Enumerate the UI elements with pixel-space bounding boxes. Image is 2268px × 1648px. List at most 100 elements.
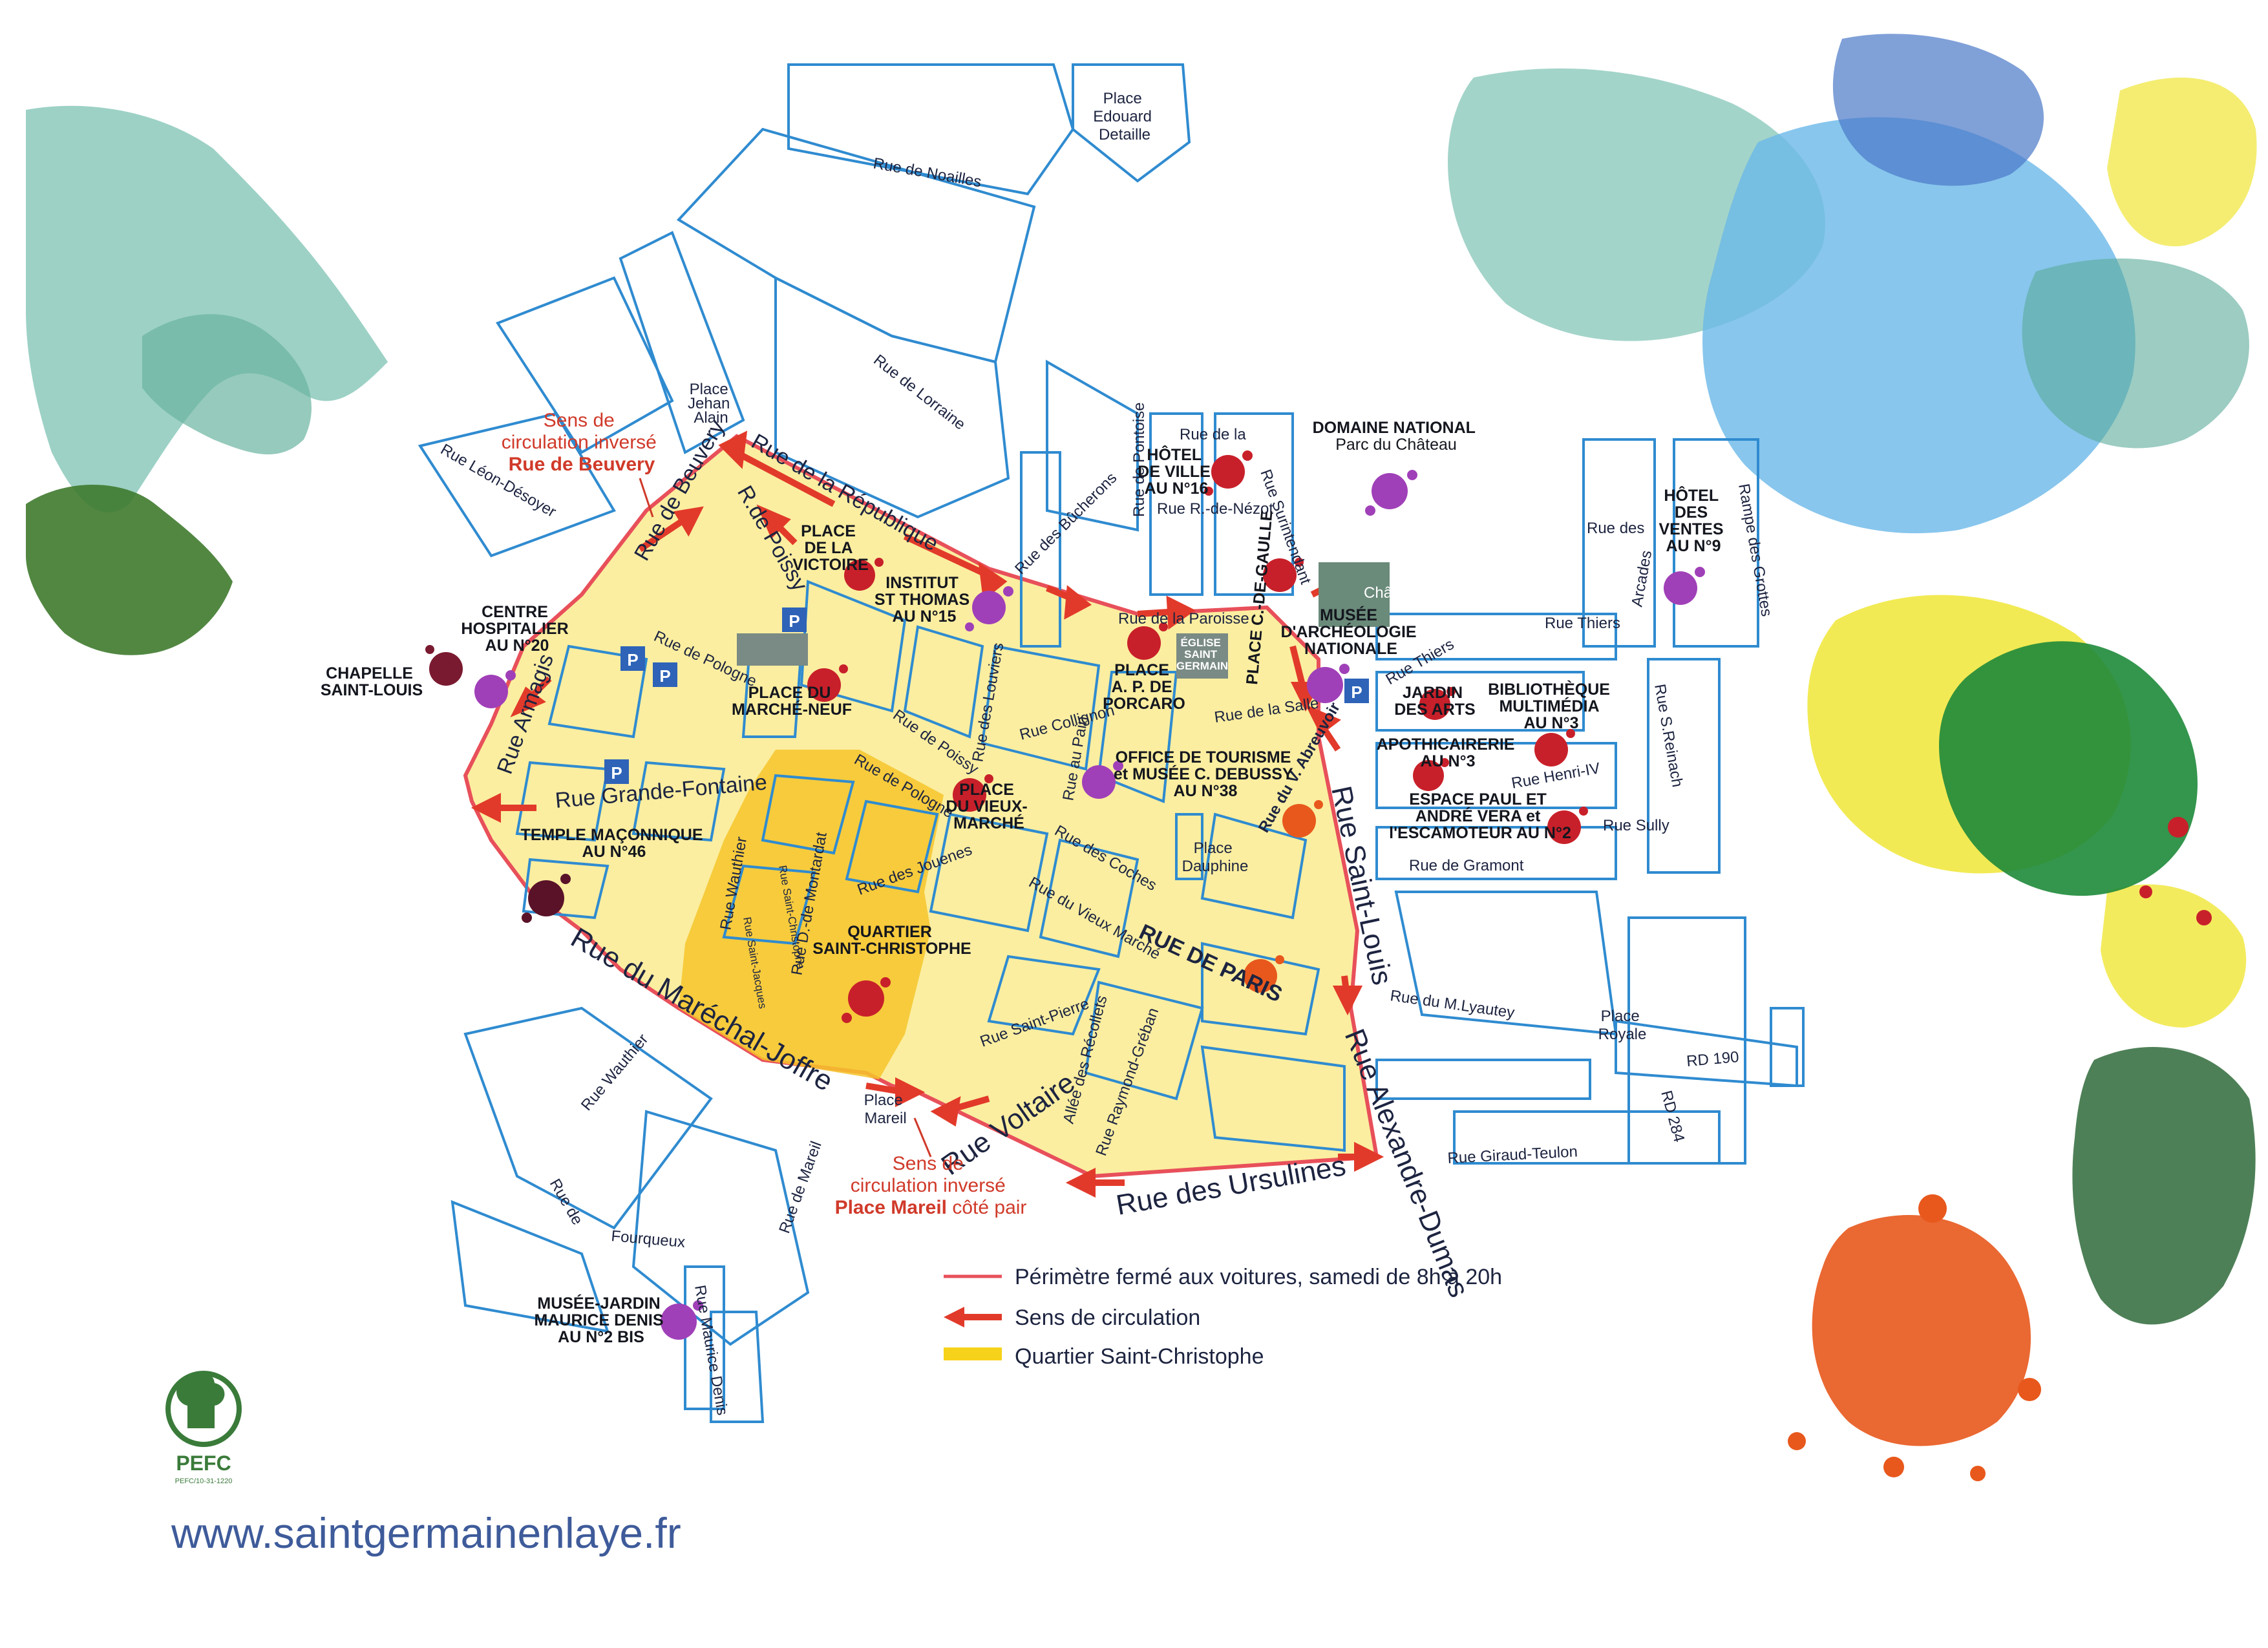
svg-text:P: P (1351, 682, 1362, 702)
buildings (737, 562, 1390, 679)
splat-red-drop-right-1 (2168, 817, 2189, 838)
street-label-gramont: Rue de Gramont (1409, 857, 1524, 874)
street-label-reinach: Rue S.Reinach (1651, 682, 1686, 788)
splat-marker-apothicairerie[interactable] (1413, 758, 1449, 791)
splat-teal-topleft-2 (142, 314, 312, 455)
place-royale: Place Royale (1598, 1008, 1647, 1043)
splat-teal-right-mid (2022, 259, 2249, 449)
label-hotel-de-ville: HÔTEL DE VILLE AU N°16 (1138, 445, 1214, 498)
splat-marker-vieux-marche[interactable] (953, 774, 993, 812)
label-jardin-arts: JARDIN DES ARTS (1394, 684, 1475, 719)
label-espace-vera: ESPACE PAUL ET ANDRÉ VERA et l'ESCAMOTEU… (1389, 790, 1571, 842)
splat-orange-drop-5 (1970, 1466, 1986, 1481)
splat-marker-institut[interactable] (965, 586, 1013, 631)
splat-marker-temple[interactable] (522, 874, 571, 923)
label-place-porcaro: PLACE A. P. DE PORCARO (1103, 661, 1185, 713)
label-quartier: QUARTIER SAINT-CHRISTOPHE (812, 923, 971, 958)
splat-red-drop-right-2 (2139, 885, 2152, 898)
splat-teal-topleft (26, 105, 388, 512)
pefc-logo: PEFC PEFC/10-31-1220 (165, 1371, 242, 1485)
splat-marker-place-porcaro[interactable] (1127, 622, 1168, 660)
legend-quartier-label: Quartier Saint-Christophe (1015, 1344, 1264, 1369)
splat-marker-chapelle[interactable] (425, 645, 463, 686)
splat-marker-domaine-national[interactable] (1365, 470, 1417, 516)
splat-marker-musee-archeo[interactable] (1307, 664, 1350, 703)
street-label-thiers: Rue Thiers (1545, 615, 1620, 632)
label-centre-hospitalier: CENTRE HOSPITALIER AU N°20 (461, 603, 573, 655)
website-link[interactable]: www.saintgermainenlaye.fr (171, 1509, 681, 1557)
label-eglise: ÉGLISE SAINT GERMAIN (1176, 637, 1228, 672)
parking-icon: P (782, 607, 807, 632)
street-label-noailles: Rue de Noailles (872, 154, 983, 191)
pefc-logo-code: PEFC/10-31-1220 (175, 1477, 233, 1485)
splat-marker-hotel-ventes[interactable] (1664, 567, 1705, 605)
label-institut: INSTITUT ST THOMAS AU N°15 (874, 574, 974, 626)
splat-marker-centre-hospitalier[interactable] (474, 670, 516, 708)
splat-marker-rue-de-paris[interactable] (1244, 955, 1284, 993)
label-chateau: Château (1364, 584, 1423, 602)
legend-arrow-label: Sens de circulation (1015, 1305, 1200, 1330)
note-mareil-pointer (913, 1117, 932, 1157)
splat-lightblue-right (1702, 117, 2136, 534)
marche-neuf-building (737, 633, 808, 666)
splat-marker-office-tourisme[interactable] (1082, 761, 1123, 799)
label-bibliotheque: BIBLIOTHÈQUE MULTIMÉDIA AU N°3 (1488, 680, 1615, 732)
svg-text:P: P (627, 650, 638, 670)
svg-text:P: P (789, 611, 800, 631)
street-label-arcades-b: Arcades (1628, 549, 1655, 608)
splat-blue-topright (1832, 34, 2044, 186)
splat-marker-place-de-gaulle[interactable] (1263, 558, 1304, 592)
paint-splats-background (26, 34, 2257, 1481)
splat-green-left (26, 485, 233, 655)
street-label-rd284: RD 284 (1657, 1089, 1688, 1145)
street-label-fourqueux-a: Rue de (546, 1176, 586, 1229)
eglise-building (1176, 633, 1228, 679)
splat-green-right-2 (2072, 1047, 2256, 1325)
splat-orange-bottomright (1812, 1215, 2031, 1446)
label-musee-archeo: MUSÉE D'ARCHÉOLOGIE NATIONALE (1280, 606, 1421, 658)
splat-marker-place-victoire[interactable] (844, 558, 884, 591)
splat-marker-bibliotheque[interactable] (1534, 729, 1575, 766)
splat-marker-musee-jardin[interactable] (661, 1300, 703, 1340)
splat-red-drop-right-3 (2196, 910, 2212, 925)
street-label-pontoise: Rue de Pontoise (1130, 403, 1148, 517)
splat-marker-hotel-de-ville[interactable] (1204, 450, 1253, 496)
splat-marker-vieux-abreuvoir[interactable] (1282, 800, 1323, 838)
splat-marker-jardin-arts[interactable] (1419, 687, 1456, 720)
parking-icon: P (1344, 679, 1369, 703)
street-label-rd190: RD 190 (1686, 1048, 1739, 1070)
label-domaine-national: DOMAINE NATIONAL Parc du Château (1313, 419, 1480, 454)
street-label-lorraine: Rue de Lorraine (870, 351, 968, 433)
note-beuvery: Sens de circulation inversé Rue de Beuve… (502, 410, 662, 475)
splat-marker-quartier[interactable] (842, 977, 891, 1023)
pefc-logo-text: PEFC (176, 1452, 231, 1475)
street-label-paroisse: Rue de la Paroisse (1118, 610, 1249, 628)
label-hotel-ventes: HÔTEL DES VENTES AU N°9 (1659, 485, 1728, 555)
label-musee-jardin: MUSÉE-JARDIN MAURICE DENIS AU N°2 BIS (535, 1294, 668, 1346)
svg-text:P: P (659, 666, 670, 686)
note-mareil: Sens de circulation inversé Place Mareil… (835, 1153, 1027, 1218)
street-label-sully: Rue Sully (1603, 817, 1669, 834)
street-label-arcades-a: Rue des (1587, 520, 1644, 537)
place-dauphine: Place Dauphine (1182, 840, 1249, 875)
label-office-tourisme: OFFICE DE TOURISME et MUSÉE C. DEBUSSY A… (1114, 748, 1297, 800)
parking-icon: P (620, 646, 645, 671)
street-label-nezot: Rue R.-de-Nézot (1157, 500, 1273, 518)
splat-orange-drop-3 (1788, 1432, 1806, 1450)
splat-marker-marche-neuf[interactable] (807, 664, 848, 702)
label-temple: TEMPLE MAÇONNIQUE AU N°46 (521, 826, 708, 861)
splat-marker-espace-vera[interactable] (1547, 807, 1588, 844)
tree-icon (176, 1371, 225, 1428)
parking-icon: P (604, 759, 629, 784)
svg-text:P: P (611, 763, 622, 783)
note-beuvery-pointer (639, 478, 654, 518)
splat-yellow-topright (2107, 78, 2257, 247)
parking-icons: P P P P P (604, 607, 1369, 784)
label-chapelle: CHAPELLE SAINT-LOUIS (321, 664, 423, 699)
parking-icon: P (653, 662, 677, 687)
street-label-rue-de-la: Rue de la (1180, 426, 1246, 443)
street-label-fourqueux-b: Fourqueux (610, 1227, 686, 1251)
street-label-wauthier-b: Rue Wauthier (578, 1031, 652, 1114)
poi-markers (425, 450, 1705, 1340)
